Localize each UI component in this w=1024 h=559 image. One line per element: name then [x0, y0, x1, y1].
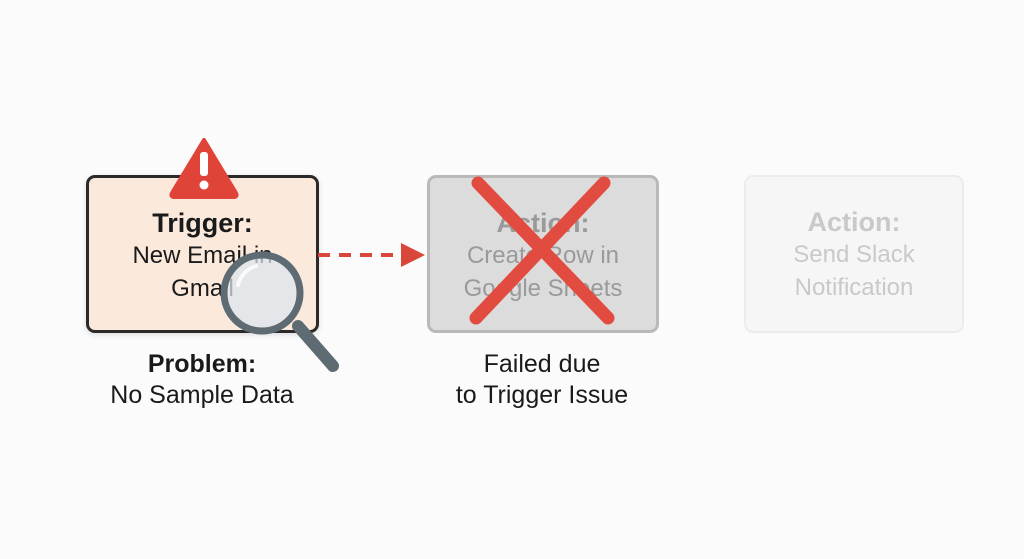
problem-heading: Problem:: [147, 350, 257, 378]
action-failed-line2: Google Sheets: [463, 275, 623, 302]
problem-caption: Problem: No Sample Data: [82, 349, 322, 411]
trigger-step-line2: Gmail: [171, 275, 234, 302]
trigger-step-line1: New Email in: [132, 242, 273, 269]
action-failed-line1: Create Row in: [466, 242, 620, 269]
trigger-step-box[interactable]: Trigger: New Email in Gmail: [86, 175, 319, 333]
dashed-arrow: [318, 243, 425, 267]
failed-caption: Failed due to Trigger Issue: [420, 349, 664, 411]
action-step-failed-box[interactable]: Action: Create Row in Google Sheets: [427, 175, 659, 333]
action-pending-line1: Send Slack: [793, 241, 915, 268]
action-failed-title: Action:: [496, 208, 590, 238]
action-pending-line2: Notification: [794, 274, 914, 301]
trigger-step-title: Trigger:: [152, 208, 253, 238]
failed-caption-line2: to Trigger Issue: [455, 381, 629, 409]
action-step-pending-box[interactable]: Action: Send Slack Notification: [744, 175, 964, 333]
failed-caption-line1: Failed due: [483, 350, 601, 378]
problem-text: No Sample Data: [110, 381, 294, 409]
action-pending-title: Action:: [807, 207, 901, 237]
